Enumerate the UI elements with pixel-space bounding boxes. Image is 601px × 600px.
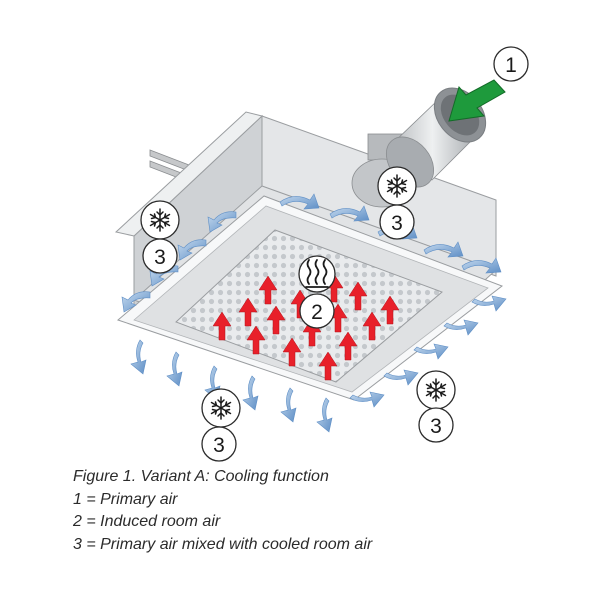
callout-mixed-air-bottom-right: 3 [416,370,456,443]
figure-caption: Figure 1. Variant A: Cooling function 1 … [73,466,593,556]
svg-text:3: 3 [154,246,166,269]
induced-air-arrows [212,273,400,381]
mixed-air-arrows [121,193,507,433]
callout-mixed-air-top: 3 [377,166,417,240]
callout-induced-room-air: 2 [298,255,336,329]
callout-primary-air: 1 [493,46,529,82]
caption-legend-item: 2 = Induced room air [73,513,221,530]
callout-mixed-air-bottom-left: 3 [201,388,241,462]
caption-title: Figure 1. Variant A: Cooling function [73,468,329,485]
caption-legend-item: 3 = Primary air mixed with cooled room a… [73,535,373,553]
svg-text:1: 1 [505,54,517,77]
svg-text:2: 2 [311,301,323,324]
svg-text:3: 3 [391,212,403,235]
callout-mixed-air-left: 3 [140,200,180,274]
svg-text:3: 3 [213,434,225,457]
primary-air-arrow [448,79,506,122]
heat-waves-icon [305,259,329,288]
svg-text:3: 3 [430,415,442,438]
caption-legend-item: 1 = Primary air [73,490,178,508]
